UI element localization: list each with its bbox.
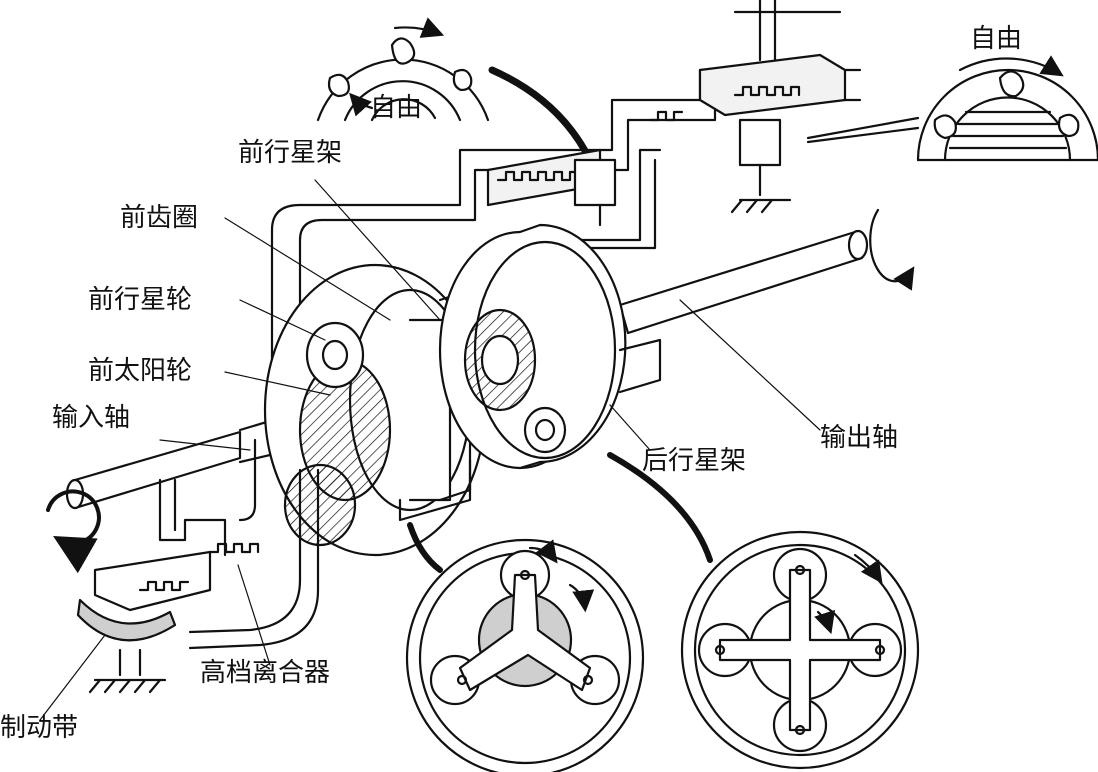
detail-front-planetary: [405, 538, 645, 772]
rear-gearset: [398, 223, 662, 522]
label-front-planet: 前行星轮: [88, 285, 193, 315]
output-shaft: [618, 208, 915, 335]
label-free-right: 自由: [970, 24, 1023, 54]
top-clutch-packs: [486, 0, 847, 227]
label-input-shaft: 输入轴: [52, 403, 131, 433]
pointer-arrow-front: [407, 522, 443, 573]
label-front-carrier: 前行星架: [238, 138, 343, 168]
leader-lines: [39, 179, 821, 721]
input-rotation-arrow: [46, 489, 101, 574]
label-front-sun: 前太阳轮: [88, 356, 193, 386]
pointer-arrow-left: [488, 66, 594, 164]
label-free-left: 自由: [370, 93, 423, 123]
freewheel-left-symbol: [316, 17, 490, 122]
label-output-shaft: 输出轴: [820, 423, 899, 453]
label-front-ring: 前齿圈: [120, 203, 199, 233]
pointer-arrow-rear: [607, 452, 713, 563]
upper-housing: [270, 68, 862, 362]
freewheel-right-symbol: [806, 55, 1098, 162]
label-brake-band: 制动带: [0, 713, 79, 743]
label-rear-carrier: 后行星架: [642, 446, 747, 476]
input-shaft: [65, 410, 302, 510]
label-high-clutch: 高档离合器: [200, 658, 331, 688]
detail-rear-planetary: [680, 530, 920, 770]
